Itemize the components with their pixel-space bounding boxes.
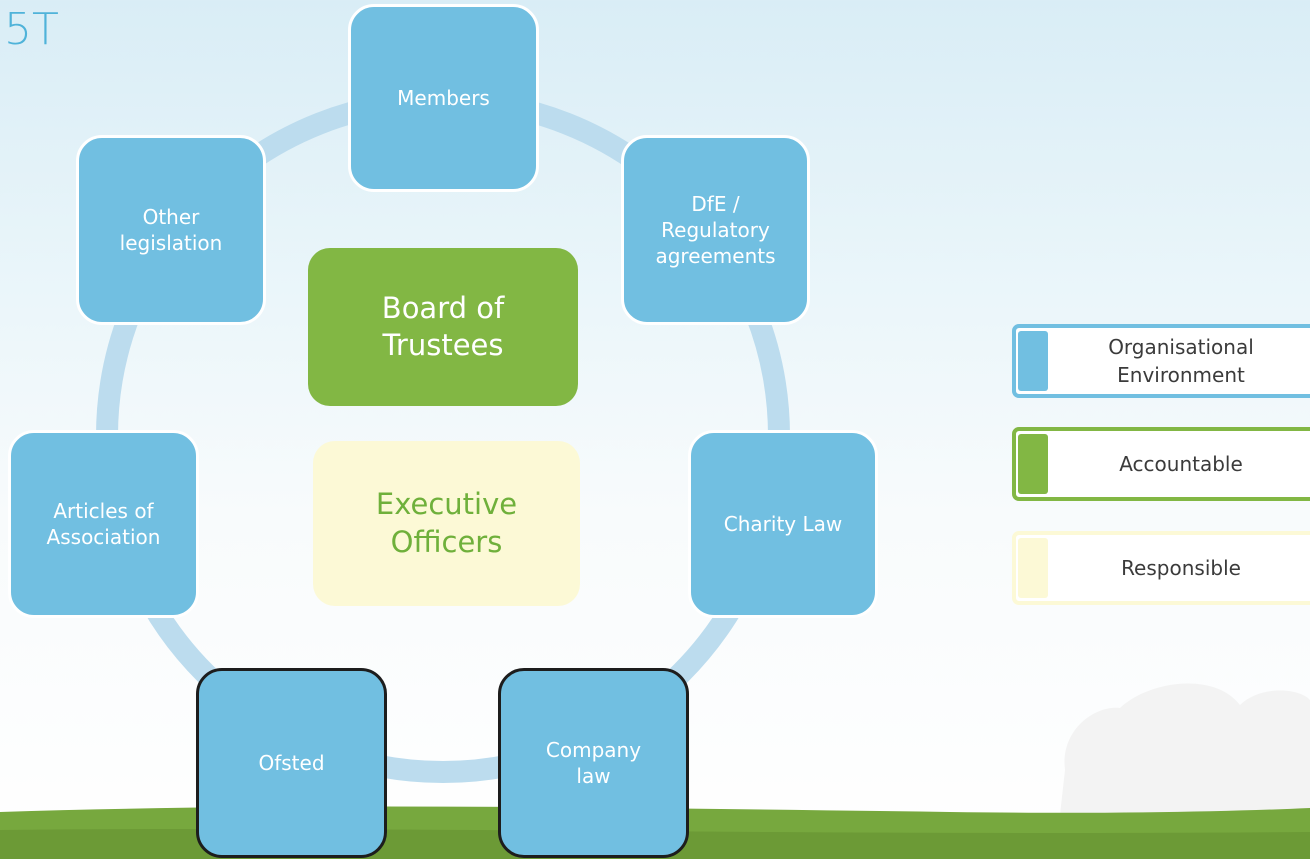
legend-label: Organisational Environment xyxy=(1108,335,1254,387)
node-company-law: Company law xyxy=(498,668,689,858)
board-of-trustees-box: Board of Trustees xyxy=(308,248,578,406)
node-other-legislation: Other legislation xyxy=(76,135,266,325)
executive-officers-box: Executive Officers xyxy=(313,441,580,606)
legend-label: Accountable xyxy=(1119,452,1243,476)
legend-swatch xyxy=(1018,331,1048,391)
node-members: Members xyxy=(348,4,539,192)
node-charity-law: Charity Law xyxy=(688,430,878,618)
legend-item-organisational-environment: Organisational Environment xyxy=(1012,324,1310,398)
legend-label: Responsible xyxy=(1121,556,1241,580)
legend-swatch xyxy=(1018,538,1048,598)
node-ofsted: Ofsted xyxy=(196,668,387,858)
node-dfe-regulatory-agreements: DfE / Regulatory agreements xyxy=(621,135,810,325)
legend-item-accountable: Accountable xyxy=(1012,427,1310,501)
node-articles-of-association: Articles of Association xyxy=(8,430,199,618)
legend-item-responsible: Responsible xyxy=(1012,531,1310,605)
legend-swatch xyxy=(1018,434,1048,494)
slide-title-fragment: 5T xyxy=(4,4,59,55)
